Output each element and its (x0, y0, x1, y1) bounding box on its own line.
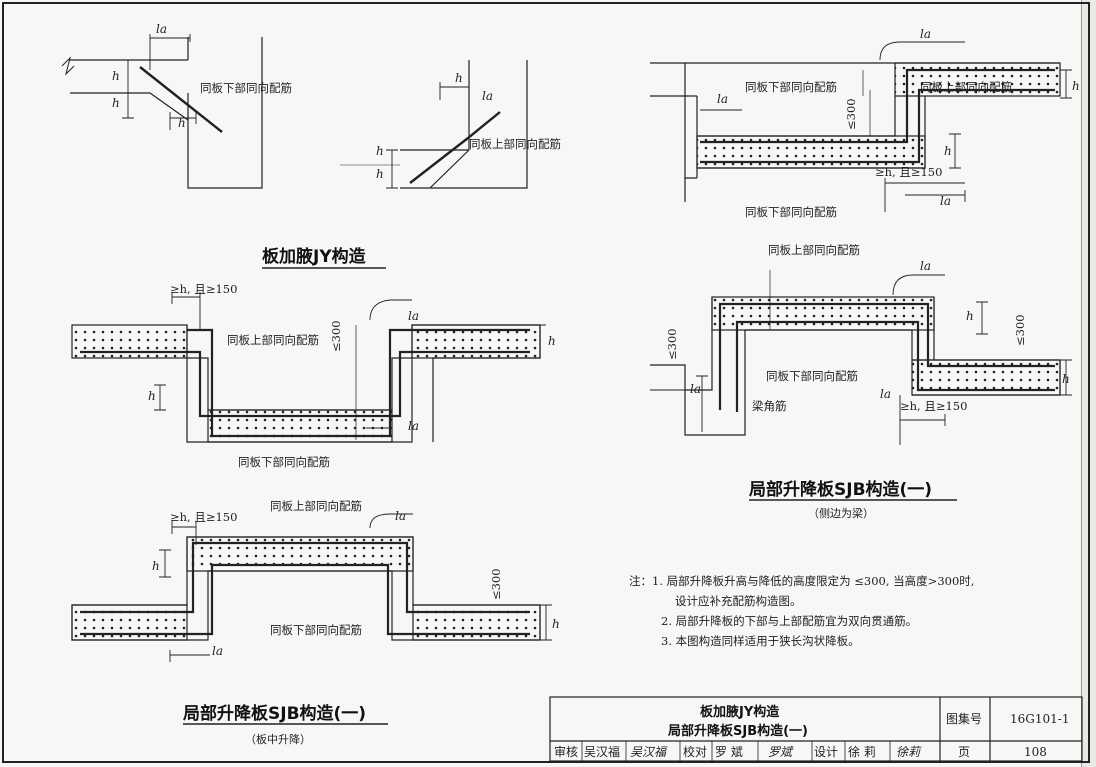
subtitle-sjb-mid: （板中升降） (245, 732, 311, 746)
note-1b: 设计应补充配筋构造图。 (675, 594, 802, 608)
sjb-mid-lower-detail (71, 513, 552, 662)
tb-check-sign: 罗斌 (768, 745, 794, 759)
sjb-mid2-la-top: la (395, 509, 406, 523)
tb-title-1: 板加腋JY构造 (700, 704, 780, 720)
sjb-mid2-h-right: h (552, 617, 560, 631)
tb-atlas-no: 16G101-1 (1010, 712, 1069, 726)
sjb-side1-la-bottom: la (940, 194, 951, 208)
haunch2-h-left2: h (376, 167, 384, 181)
sjb-mid2-la-bottom: la (212, 644, 223, 658)
haunch1-h2-label: h (112, 96, 120, 110)
sjb-side-upper-detail (650, 41, 1072, 212)
sjb-mid-upper-rebar: 同板上部同向配筋 (227, 333, 319, 347)
sjb-side1-la-left: la (717, 92, 728, 106)
tb-title-2: 局部升降板SJB构造(一) (668, 723, 808, 739)
haunch-detail-lower (61, 34, 263, 189)
tb-design-sign: 徐莉 (896, 745, 922, 759)
sjb-side2-h: h (966, 309, 974, 323)
sjb-side-lower-detail (650, 270, 1072, 445)
sjb-side2-la-left: la (690, 382, 701, 396)
sjb-side2-beam-corner: 梁角筋 (752, 399, 787, 413)
tb-check-name: 罗 斌 (715, 745, 743, 759)
haunch2-h-top: h (455, 71, 463, 85)
haunch2-la-label: la (482, 89, 493, 103)
note-3: 3. 本图构造同样适用于狭长沟状降板。 (661, 634, 860, 648)
sjb-side1-le300: ≤300 (844, 98, 858, 130)
sjb-mid2-h-left: h (152, 559, 160, 573)
sjb-mid-le300: ≤300 (329, 320, 343, 352)
haunch-detail-upper (340, 60, 528, 189)
haunch1-h-label: h (112, 69, 120, 83)
sjb-mid2-le300: ≤300 (489, 568, 503, 600)
sjb-side2-h-right: h (1062, 372, 1070, 386)
sjb-side2-la-top: la (920, 259, 931, 273)
sjb-side1-min-label: ≥h, 且≥150 (875, 165, 942, 179)
tb-page-no: 108 (1024, 745, 1047, 759)
title-jy: 板加腋JY构造 (262, 246, 367, 267)
sjb-side2-le300-left: ≤300 (665, 328, 679, 360)
sjb-side2-min-label: ≥h, 且≥150 (900, 399, 967, 413)
note-1: 注：1. 局部升降板升高与降低的高度限定为 ≤300, 当高度>300时, (629, 574, 974, 588)
sjb-side1-h-right: h (1072, 79, 1080, 93)
tb-design-label: 设计 (814, 745, 838, 759)
sjb-side2-le300-right: ≤300 (1013, 314, 1027, 346)
sjb-mid-upper-detail (71, 292, 546, 443)
haunch1-la-label: la (156, 22, 167, 36)
sjb-side1-lower-rebar: 同板下部同向配筋 (745, 80, 837, 94)
sjb-side1-lower-rebar2: 同板下部同向配筋 (745, 205, 837, 219)
sjb-mid-la-bottom: la (408, 419, 419, 433)
sjb-side1-la-top: la (920, 27, 931, 41)
title-sjb-mid: 局部升降板SJB构造(一) (183, 703, 366, 724)
sjb-mid-h-left: h (148, 389, 156, 403)
haunch1-h3-label: h (178, 116, 186, 130)
tb-review-sign: 吴汉福 (630, 745, 668, 759)
sjb-mid2-min-label: ≥h, 且≥150 (170, 510, 237, 524)
sjb-mid-lower-rebar: 同板下部同向配筋 (238, 455, 330, 469)
sjb-mid-la-top: la (408, 309, 419, 323)
sjb-side2-lower-rebar: 同板下部同向配筋 (766, 369, 858, 383)
tb-atlas-label: 图集号 (946, 711, 982, 726)
subtitle-sjb-side: （侧边为梁） (808, 506, 874, 520)
sjb-mid2-upper-rebar: 同板上部同向配筋 (270, 499, 362, 513)
tb-review-label: 审核 (554, 744, 578, 759)
sjb-mid-h-right: h (548, 334, 556, 348)
note-2: 2. 局部升降板的下部与上部配筋宜为双向贯通筋。 (661, 614, 917, 628)
title-block (549, 696, 1083, 762)
tb-check-label: 校对 (683, 744, 707, 759)
haunch2-rebar-label: 同板上部同向配筋 (469, 137, 561, 151)
sjb-side1-upper-rebar: 同板上部同向配筋 (920, 80, 1012, 94)
tb-review-name: 吴汉福 (584, 744, 620, 759)
tb-page-label: 页 (958, 745, 970, 759)
tb-design-name: 徐 莉 (848, 744, 876, 759)
haunch1-rebar-label: 同板下部同向配筋 (200, 81, 292, 95)
sjb-side2-upper-rebar: 同板上部同向配筋 (768, 243, 860, 257)
sjb-side2-la-bottom: la (880, 387, 891, 401)
sjb-mid-min-label: ≥h, 且≥150 (170, 282, 237, 296)
title-sjb-side: 局部升降板SJB构造(一) (749, 479, 932, 500)
sjb-mid2-lower-rebar: 同板下部同向配筋 (270, 623, 362, 637)
haunch2-h-left: h (376, 144, 384, 158)
sjb-side1-h: h (944, 144, 952, 158)
